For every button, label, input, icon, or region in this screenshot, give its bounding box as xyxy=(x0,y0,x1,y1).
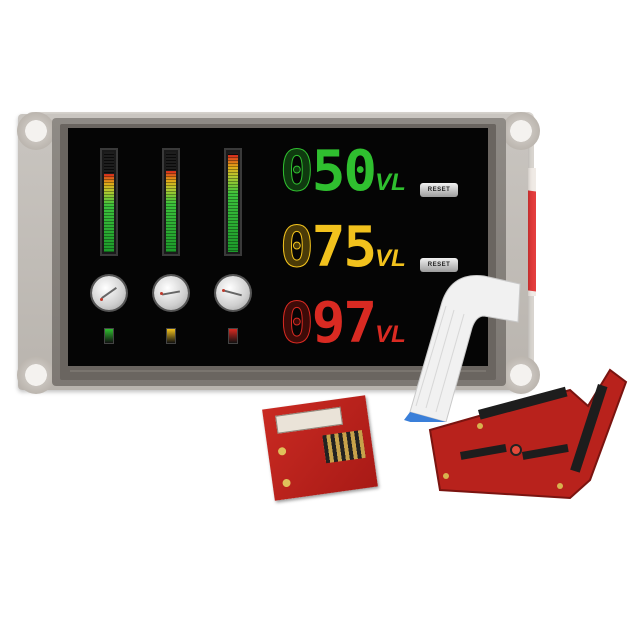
level-meter-2 xyxy=(162,148,180,256)
status-led-1 xyxy=(104,328,114,344)
adapter-board xyxy=(262,395,378,501)
readout-unit-3: VL xyxy=(375,321,406,348)
mounting-hole-top-right xyxy=(502,112,540,150)
reset-button-1[interactable]: RESET xyxy=(420,183,458,197)
mount-pad xyxy=(282,478,292,488)
ribbon-cable xyxy=(404,275,521,422)
bezel-line xyxy=(70,370,486,372)
mount-pad xyxy=(277,446,287,456)
readout-1: 050VL xyxy=(280,143,406,200)
readout-value-2: 075 xyxy=(280,215,378,280)
pin-header xyxy=(322,429,366,464)
shield-board xyxy=(428,368,628,500)
reset-button-2[interactable]: RESET xyxy=(420,258,458,272)
lcd-screen: 050VL 075VL 097VL RESET RESET xyxy=(68,128,488,366)
readout-unit-1: VL xyxy=(375,169,406,196)
readout-value-3: 097 xyxy=(280,291,378,356)
readout-2: 075VL xyxy=(280,219,406,276)
readout-unit-2: VL xyxy=(375,245,406,272)
rotary-knob-icon[interactable] xyxy=(154,276,188,310)
rotary-knob-icon[interactable] xyxy=(92,276,126,310)
level-meter-1 xyxy=(100,148,118,256)
level-meter-3 xyxy=(224,148,242,256)
readout-value-1: 050 xyxy=(280,139,378,204)
fpc-connector xyxy=(275,406,343,434)
mounting-hole-top-left xyxy=(17,112,55,150)
mounting-hole-bottom-left xyxy=(17,356,55,394)
mounting-hole-bottom-right xyxy=(502,356,540,394)
readout-3: 097VL xyxy=(280,295,406,352)
rotary-knob-icon[interactable] xyxy=(216,276,250,310)
status-led-2 xyxy=(166,328,176,344)
status-led-3 xyxy=(228,328,238,344)
